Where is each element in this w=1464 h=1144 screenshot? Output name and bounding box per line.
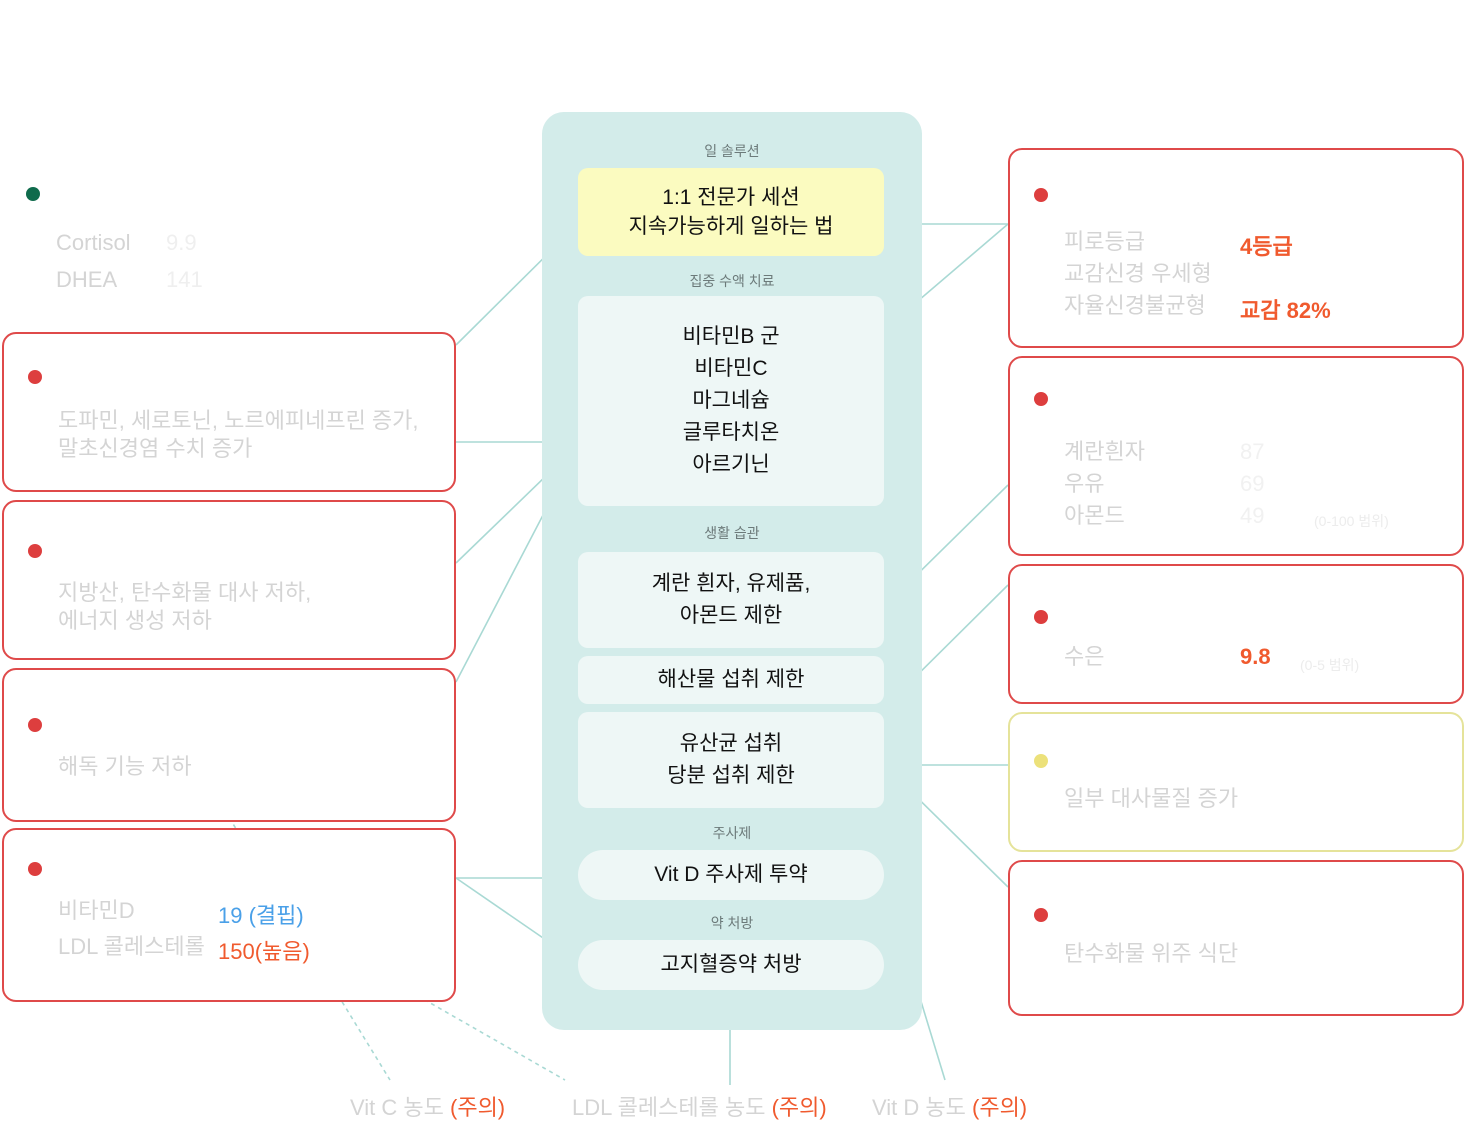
range-note: (0-5 범위): [1300, 657, 1360, 673]
status-dot-red: [1034, 188, 1048, 202]
section-label-lifestyle: 생활 습관: [704, 525, 760, 541]
section-label-injection: 주사제: [712, 825, 752, 841]
status-dot-red: [28, 862, 42, 876]
bottom-label-text: Vit D 농도: [872, 1095, 966, 1120]
treatment-line: 글루타치온: [682, 421, 780, 444]
section-label-work-solution: 일 솔루션: [704, 143, 760, 159]
card-fatigue[interactable]: 피로등급 4등급 교감신경 우세형 자율신경불균형 교감 82%: [1008, 148, 1464, 348]
card-neurotransmitter[interactable]: 도파민, 세로토닌, 노르에피네프린 증가, 말초신경염 수치 증가: [2, 332, 456, 492]
treatment-line: 유산균 섭취: [679, 732, 783, 755]
treatment-seafood-limit[interactable]: 해산물 섭취 제한: [578, 656, 884, 704]
status-dot-green: [26, 187, 40, 201]
bottom-label-text: LDL 콜레스테롤 농도: [572, 1095, 766, 1120]
range-note: (0-100 범위): [1314, 513, 1389, 529]
bottom-label-ldl: LDL 콜레스테롤 농도 (주의): [572, 1090, 827, 1122]
card-text: 탄수화물 위주 식단: [1064, 941, 1239, 966]
treatment-line: 고지혈증약 처방: [660, 953, 802, 976]
treatment-line: 아몬드 제한: [679, 604, 783, 627]
treatment-iv-therapy[interactable]: 비타민B 군 비타민C 마그네슘 글루타치온 아르기닌: [578, 296, 884, 506]
treatment-egg-dairy-limit[interactable]: 계란 흰자, 유제품, 아몬드 제한: [578, 552, 884, 648]
sympathetic-label: 교감신경 우세형: [1064, 261, 1212, 286]
dhea-value: 141: [166, 267, 203, 292]
treatment-probiotic[interactable]: 유산균 섭취 당분 섭취 제한: [578, 712, 884, 808]
treatment-line: 비타민B 군: [682, 325, 780, 348]
fatigue-grade-value: 4등급: [1240, 234, 1293, 259]
card-text: 말초신경염 수치 증가: [58, 436, 253, 461]
treatment-line: 계란 흰자, 유제품,: [651, 572, 811, 595]
status-dot-red: [1034, 610, 1048, 624]
treatment-line: 해산물 섭취 제한: [657, 668, 805, 691]
warning-text: (주의): [450, 1095, 506, 1120]
dhea-label: DHEA: [56, 267, 118, 292]
cortisol-label: Cortisol: [56, 230, 131, 255]
status-dot-red: [28, 544, 42, 558]
status-dot-red: [28, 370, 42, 384]
treatment-hyperlipidemia-rx[interactable]: 고지혈증약 처방: [578, 940, 884, 990]
card-diet[interactable]: 탄수화물 위주 식단: [1008, 860, 1464, 1016]
treatment-line: 비타민C: [694, 357, 768, 380]
vitd-label: 비타민D: [58, 898, 135, 923]
section-label-iv-therapy: 집중 수액 치료: [689, 273, 775, 289]
milk-label: 우유: [1064, 471, 1105, 496]
bottom-label-vitc: Vit C 농도 (주의): [350, 1090, 505, 1122]
status-dot-red: [1034, 392, 1048, 406]
warning-text: (주의): [771, 1095, 827, 1120]
card-text: 에너지 생성 저하: [58, 608, 212, 633]
egg-value: 87: [1240, 439, 1265, 464]
ldl-value: 150(높음): [218, 939, 310, 964]
card-metabolism[interactable]: 지방산, 탄수화물 대사 저하, 에너지 생성 저하: [2, 500, 456, 660]
treatment-line: 마그네슘: [692, 389, 770, 412]
bottom-label-text: Vit C 농도: [350, 1095, 444, 1120]
cortisol-value: 9.9: [166, 230, 197, 255]
treatment-line: Vit D 주사제 투약: [654, 863, 808, 886]
card-metabolite[interactable]: 일부 대사물질 증가: [1008, 712, 1464, 852]
mercury-label: 수은: [1064, 644, 1105, 669]
almond-value: 49: [1240, 503, 1265, 528]
card-heavy-metal[interactable]: 수은 9.8 (0-5 범위): [1008, 564, 1464, 704]
status-dot-red: [28, 718, 42, 732]
almond-label: 아몬드: [1064, 503, 1125, 528]
ldl-label: LDL 콜레스테롤: [58, 934, 205, 959]
section-label-prescription: 약 처방: [710, 915, 754, 931]
bottom-label-vitd: Vit D 농도 (주의): [872, 1090, 1027, 1122]
treatment-line: 당분 섭취 제한: [667, 764, 795, 787]
card-text: 도파민, 세로토닌, 노르에피네프린 증가,: [58, 408, 419, 433]
warning-text: (주의): [972, 1095, 1028, 1120]
treatment-expert-session[interactable]: 1:1 전문가 세션 지속가능하게 일하는 법: [578, 168, 884, 256]
treatment-vitd-injection[interactable]: Vit D 주사제 투약: [578, 850, 884, 900]
card-food-sensitivity[interactable]: 계란흰자 87 우유 69 아몬드 49 (0-100 범위): [1008, 356, 1464, 556]
treatment-line: 1:1 전문가 세션: [662, 186, 800, 209]
treatment-line: 아르기닌: [692, 453, 770, 476]
card-text: 해독 기능 저하: [58, 754, 192, 779]
treatment-line: 지속가능하게 일하는 법: [628, 215, 834, 238]
status-dot-yellow: [1034, 754, 1048, 768]
ans-imbalance-value: 교감 82%: [1240, 298, 1331, 323]
card-text: 지방산, 탄수화물 대사 저하,: [58, 580, 312, 605]
vitd-value: 19 (결핍): [218, 903, 304, 928]
mercury-value: 9.8: [1240, 644, 1271, 669]
fatigue-grade-label: 피로등급: [1064, 229, 1145, 254]
egg-label: 계란흰자: [1064, 439, 1145, 464]
card-blood-test[interactable]: 비타민D 19 (결핍) LDL 콜레스테롤 150(높음): [2, 828, 456, 1002]
milk-value: 69: [1240, 471, 1265, 496]
card-detox[interactable]: 해독 기능 저하: [2, 668, 456, 822]
card-text: 일부 대사물질 증가: [1064, 786, 1239, 811]
status-dot-red: [1034, 908, 1048, 922]
ans-imbalance-label: 자율신경불균형: [1064, 293, 1206, 318]
